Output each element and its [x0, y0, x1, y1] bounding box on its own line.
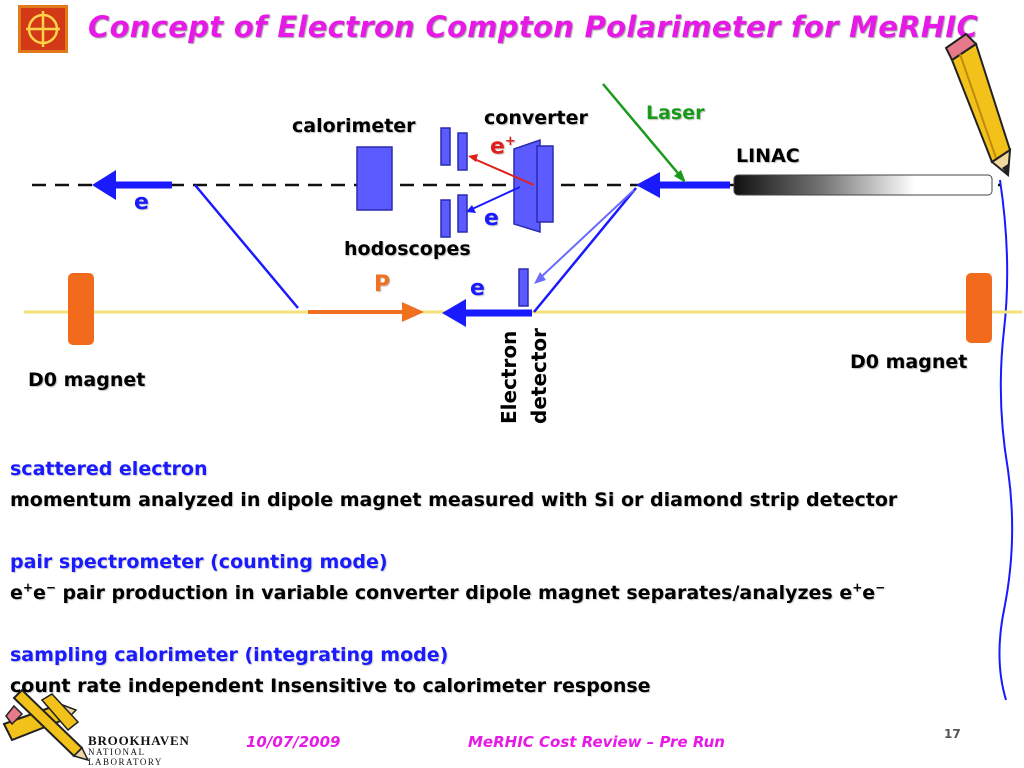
- electron-arrow-left: [92, 170, 116, 200]
- hodoscope-upper-1: [440, 127, 451, 166]
- converter-block: [513, 138, 541, 234]
- hodoscope-upper-2: [457, 132, 468, 171]
- footer-date: 10/07/2009: [246, 733, 341, 751]
- calorimeter-block: [356, 146, 393, 211]
- electron-detector-block: [518, 268, 529, 307]
- brookhaven-logo: BROOKHAVEN NATIONAL LABORATORY: [88, 733, 190, 767]
- electron-arrow-lower: [442, 299, 466, 327]
- hodoscopes-label: hodoscopes: [344, 238, 471, 260]
- calorimeter-label: calorimeter: [292, 115, 416, 137]
- chicane-line-right-2: [539, 189, 635, 279]
- positron-label: e+: [490, 134, 516, 160]
- d0-magnet-label-right: D0 magnet: [850, 351, 968, 373]
- page-number: 17: [944, 727, 961, 741]
- laser-line: [602, 83, 683, 179]
- pencil-icon: [944, 32, 1012, 177]
- d0-magnet-left: [68, 273, 94, 345]
- d0-magnet-label-left: D0 magnet: [28, 369, 146, 391]
- electron-label-lower: e: [470, 276, 485, 301]
- section-text-scattered-electron: momentum analyzed in dipole magnet measu…: [10, 489, 898, 511]
- laser-label: Laser: [646, 102, 705, 124]
- chicane-line-right-1: [533, 187, 637, 313]
- linac-tube: [733, 174, 993, 196]
- electron-label-converter: e: [484, 206, 499, 231]
- electron-detector-label-1: Electron: [497, 330, 521, 424]
- chicane-line-left: [194, 184, 299, 309]
- linac-label: LINAC: [736, 145, 800, 167]
- section-heading-pair-spectrometer: pair spectrometer (counting mode): [10, 551, 388, 573]
- pencils-icon: [2, 688, 90, 762]
- converter-label: converter: [484, 107, 588, 129]
- d0-magnet-right: [966, 273, 992, 343]
- hodoscope-lower-2: [457, 194, 468, 233]
- electron-detector-label-2: detector: [527, 327, 551, 424]
- electron-track: [469, 186, 521, 211]
- electron-label-left: e: [134, 190, 149, 215]
- decorative-border-line: [998, 179, 1014, 701]
- hodoscope-lower-1: [440, 199, 451, 238]
- section-heading-sampling-calorimeter: sampling calorimeter (integrating mode): [10, 644, 449, 666]
- positron-track: [471, 157, 535, 186]
- electron-arrow-linac: [636, 172, 660, 198]
- section-text-pair-spectrometer: e+e− pair production in variable convert…: [10, 580, 886, 604]
- section-text-sampling-calorimeter: count rate independent Insensitive to ca…: [10, 675, 651, 697]
- proton-arrow: [402, 302, 424, 322]
- page-title: Concept of Electron Compton Polarimeter …: [88, 10, 979, 44]
- description-text: scattered electron momentum analyzed in …: [10, 454, 1022, 702]
- proton-label: P: [374, 272, 391, 297]
- section-heading-scattered-electron: scattered electron: [10, 458, 208, 480]
- logo-icon: [18, 5, 68, 53]
- footer-event: MeRHIC Cost Review – Pre Run: [468, 733, 725, 751]
